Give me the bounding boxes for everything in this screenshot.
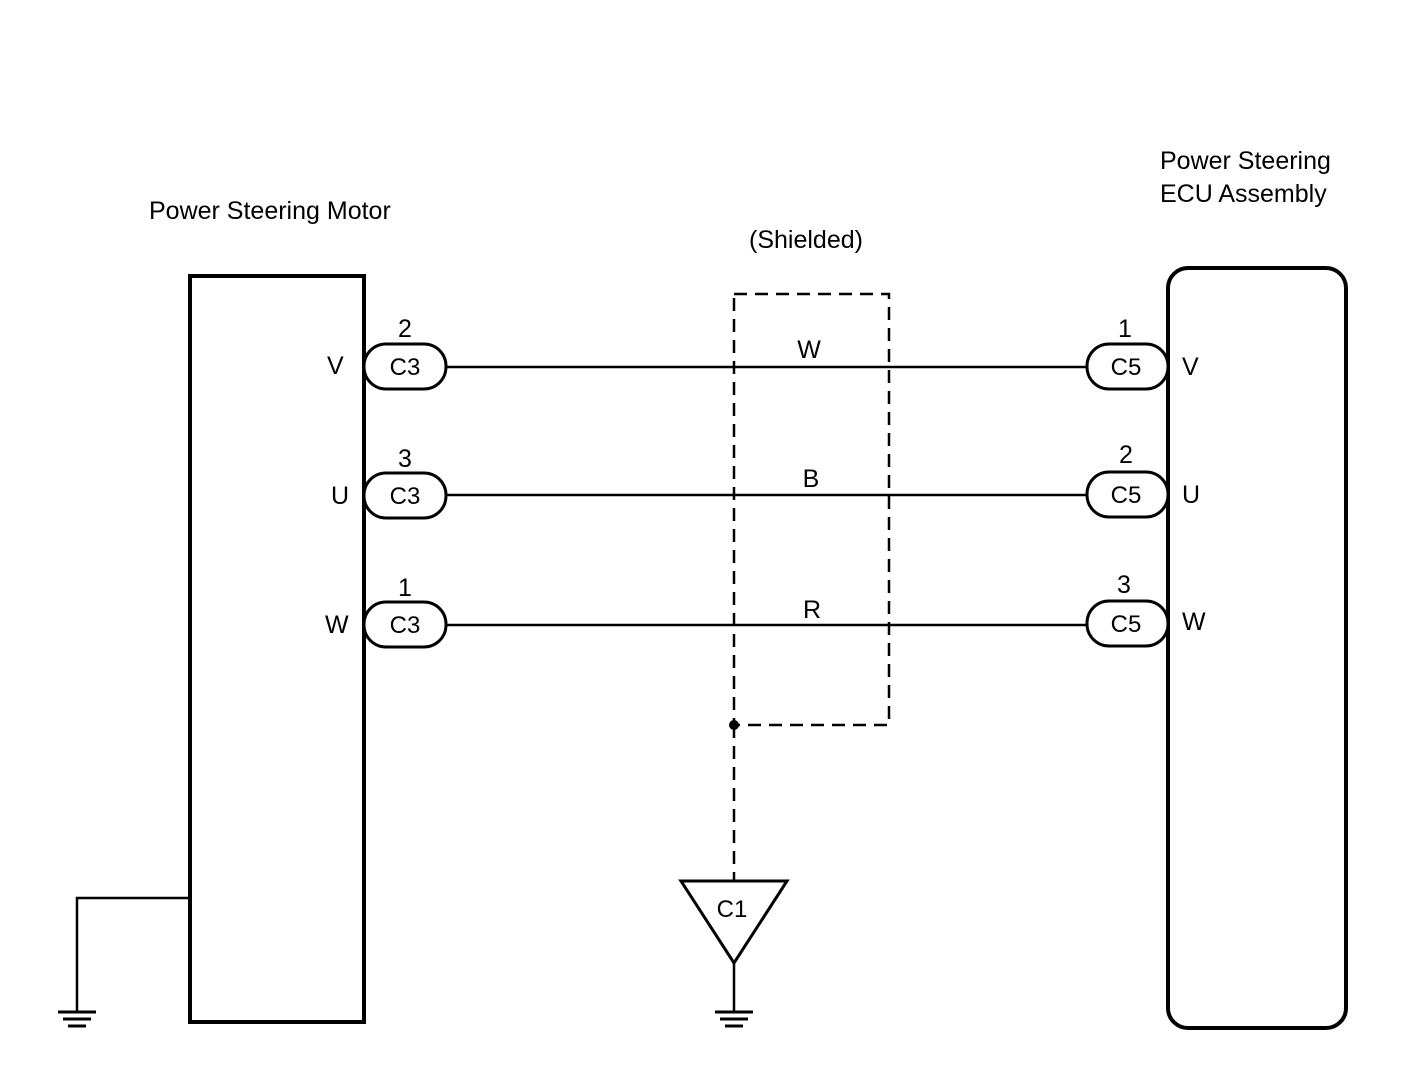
- motor-pin-number: 1: [398, 574, 412, 602]
- wire-row-u: U 3 C3 B 2 C5 U: [331, 441, 1200, 520]
- ecu-connector-label: C5: [1111, 354, 1142, 381]
- ecu-title-line2: ECU Assembly: [1160, 180, 1327, 208]
- motor-pin-number: 3: [398, 445, 412, 473]
- motor-connector: [362, 342, 448, 391]
- ecu-connector-label: C5: [1111, 482, 1142, 509]
- ground-connector-label: C1: [717, 896, 748, 923]
- motor-connector: [362, 471, 448, 520]
- ecu-connector: [1085, 599, 1170, 648]
- motor-connector: [362, 600, 448, 649]
- wire-color-label: R: [803, 596, 821, 624]
- ground-icon: [715, 1010, 753, 1028]
- ecu-box: [1166, 266, 1348, 1030]
- motor-ground: [58, 896, 190, 1028]
- wire-row-w: W 1 C3 R 3 C5 W: [325, 571, 1206, 649]
- wire-color-label: B: [803, 465, 820, 493]
- ecu-pin-number: 2: [1119, 441, 1133, 469]
- ecu-terminal-label: W: [1182, 608, 1206, 636]
- ecu-terminal-label: V: [1182, 353, 1199, 381]
- ecu-pin-number: 1: [1118, 315, 1132, 343]
- wire-row-v: V 2 C3 W 1 C5 V: [327, 315, 1199, 391]
- ecu-terminal-label: U: [1182, 481, 1200, 509]
- ecu-title-line1: Power Steering: [1160, 147, 1331, 175]
- ecu-connector: [1085, 342, 1170, 391]
- motor-terminal-label: U: [331, 482, 349, 510]
- motor-connector-label: C3: [390, 612, 421, 639]
- motor-pin-number: 2: [398, 315, 412, 343]
- motor-connector-label: C3: [390, 483, 421, 510]
- ground-icon: [58, 1010, 96, 1028]
- motor-box: [188, 274, 366, 1024]
- ecu-pin-number: 3: [1117, 571, 1131, 599]
- ecu-connector: [1085, 470, 1170, 519]
- shield-drain: C1: [678, 720, 790, 1028]
- motor-terminal-label: V: [327, 352, 344, 380]
- shield-label: (Shielded): [749, 226, 863, 254]
- shield-boundary: [732, 292, 891, 727]
- motor-title: Power Steering Motor: [149, 197, 391, 225]
- ground-connector-triangle: [678, 879, 790, 966]
- wire-color-label: W: [797, 336, 821, 364]
- motor-terminal-label: W: [325, 611, 349, 639]
- motor-connector-label: C3: [390, 354, 421, 381]
- ecu-connector-label: C5: [1111, 611, 1142, 638]
